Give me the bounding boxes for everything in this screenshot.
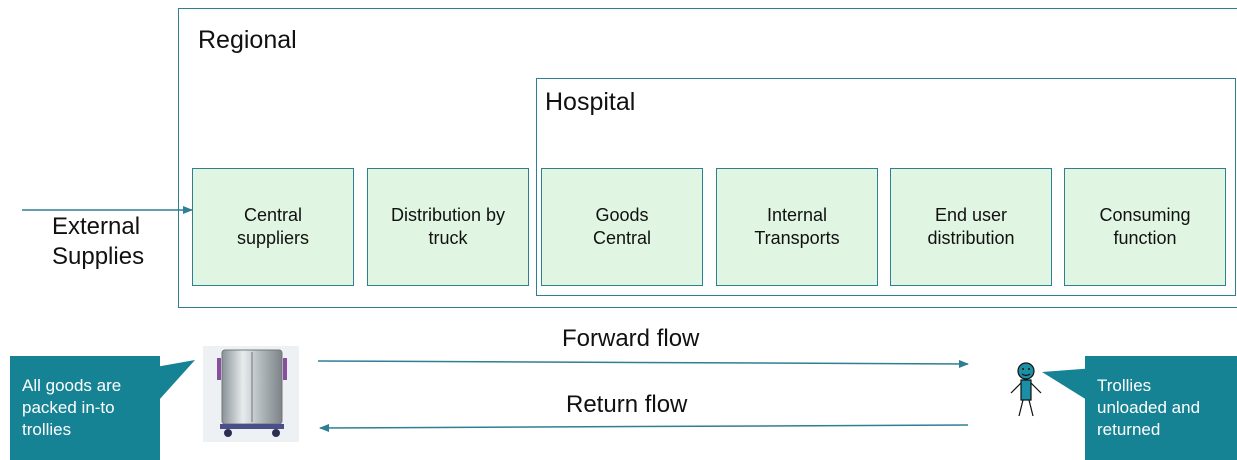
- hospital-boundary: [536, 78, 1236, 296]
- step-consuming-function: Consuming function: [1064, 168, 1226, 286]
- right-callout-text: Trollies unloaded and returned: [1097, 376, 1201, 439]
- trolley-icon: [203, 346, 299, 442]
- forward-flow-arrow: [317, 359, 969, 368]
- step-goods-central: Goods Central: [541, 168, 703, 286]
- hospital-label: Hospital: [545, 88, 636, 116]
- step-central-suppliers: Central suppliers: [192, 168, 354, 286]
- step-label: End user distribution: [927, 205, 1015, 248]
- regional-label: Regional: [198, 26, 297, 54]
- step-label: Consuming function: [1099, 205, 1191, 248]
- right-callout-pointer: [1042, 368, 1095, 405]
- return-flow-label: Return flow: [566, 391, 688, 418]
- step-label: Distribution by truck: [390, 205, 506, 248]
- regional-boundary: [178, 8, 1237, 308]
- step-end-user-distribution: End user distribution: [890, 168, 1052, 286]
- step-label: Internal Transports: [754, 205, 840, 248]
- step-label: Goods Central: [592, 205, 652, 248]
- left-callout-pointer: [150, 360, 195, 410]
- right-callout: Trollies unloaded and returned: [1085, 356, 1237, 460]
- forward-flow-label: Forward flow: [562, 325, 700, 352]
- step-internal-transports: Internal Transports: [716, 168, 878, 286]
- external-supplies-label: External Supplies: [52, 213, 145, 270]
- step-label: Central suppliers: [236, 205, 310, 248]
- return-flow-arrow: [319, 423, 969, 432]
- step-distribution-by-truck: Distribution by truck: [367, 168, 529, 286]
- person-icon: [1010, 362, 1042, 417]
- left-callout: All goods are packed in-to trollies: [10, 356, 160, 460]
- left-callout-text: All goods are packed in-to trollies: [22, 376, 122, 439]
